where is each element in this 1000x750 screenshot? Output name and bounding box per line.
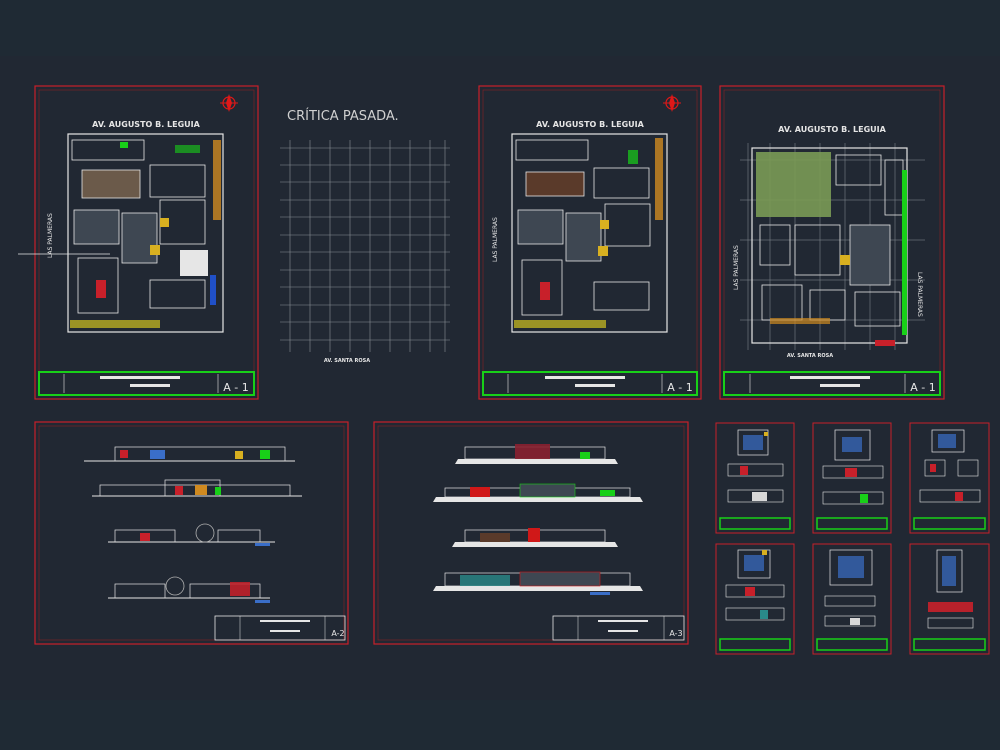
north-arrow-icon (663, 94, 681, 112)
street-top-label: AV. AUGUSTO B. LEGUIA (778, 125, 886, 134)
street-bottom-label: AV. SANTA ROSA (324, 358, 370, 364)
title-block (38, 371, 255, 396)
detail-sheet-3[interactable] (909, 422, 990, 534)
detail-sheet-6[interactable] (909, 543, 990, 655)
section-3 (452, 528, 618, 547)
street-top-label: AV. AUGUSTO B. LEGUIA (536, 120, 644, 129)
section-4 (433, 571, 643, 595)
detail-sheet-2[interactable] (812, 422, 892, 534)
street-side-label: LAS PALMERAS (733, 245, 740, 290)
sheet-a1-middle[interactable]: AV. AUGUSTO B. LEGUIA LAS PALMERAS A - 1 (478, 85, 702, 400)
detail-sheet-1[interactable] (715, 422, 795, 534)
elevation-1 (84, 446, 295, 462)
top-band (0, 0, 1000, 56)
elevation-2 (92, 479, 302, 497)
title-block (482, 371, 698, 396)
street-bottom-label: AV. SANTA ROSA (787, 353, 833, 359)
sheet-code: A - 1 (223, 381, 249, 394)
street-side-label-right: LAS PALMERAS (916, 272, 923, 317)
elevation-3 (108, 523, 275, 546)
title-block (214, 615, 346, 641)
north-arrow-icon (220, 94, 238, 112)
plan-outline (511, 133, 668, 333)
street-side-label: LAS PALMERAS (492, 217, 499, 262)
sheet-a1-right[interactable]: AV. AUGUSTO B. LEGUIA LAS PALMERAS LAS P… (719, 85, 945, 400)
sheet-code: A-2 (331, 629, 344, 638)
sheet-code: A-3 (669, 629, 682, 638)
title-block (552, 615, 685, 641)
critica-title: CRÍTICA PASADA. (287, 108, 399, 124)
sheet-code: A - 1 (910, 381, 936, 394)
title-block (723, 371, 941, 396)
green-area (756, 152, 831, 217)
sheet-a1-left[interactable]: AV. AUGUSTO B. LEGUIA LAS PALMERAS A - 1 (18, 85, 259, 400)
critica-pasada-grid[interactable]: CRÍTICA PASADA. AV. SANTA ROSA (280, 108, 450, 364)
plan-outline (67, 133, 224, 333)
section-2 (433, 483, 643, 502)
elevation-4 (108, 576, 270, 603)
bottom-band (0, 700, 1000, 750)
street-side-label: LAS PALMERAS (47, 213, 54, 258)
structural-grid (280, 140, 450, 352)
street-top-label: AV. AUGUSTO B. LEGUIA (92, 120, 200, 129)
sheet-a2-elevations[interactable]: A-2 (34, 421, 349, 645)
sheet-code: A - 1 (667, 381, 693, 394)
sheet-a3-sections[interactable]: A-3 (373, 421, 689, 645)
detail-sheet-5[interactable] (812, 543, 892, 655)
detail-sheet-4[interactable] (715, 543, 795, 655)
section-1 (455, 444, 618, 464)
